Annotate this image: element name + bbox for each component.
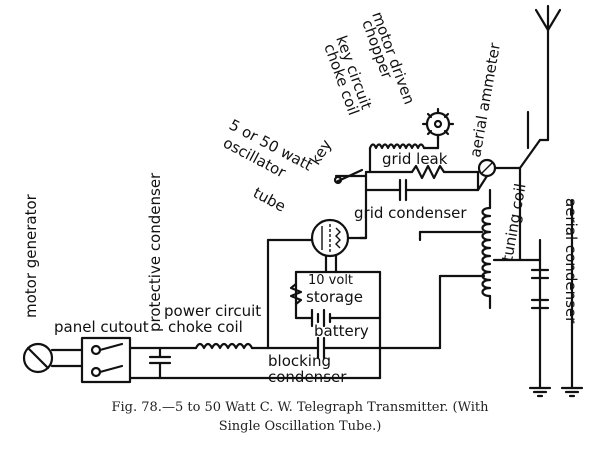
protective-condenser-symbol [148,346,172,380]
label-aerial-condenser: aerial condenser [562,198,580,324]
filament-rheostat [289,282,303,306]
aerial-ammeter-symbol [476,158,522,192]
motor-chopper-symbol [421,107,455,150]
grid-condenser-symbol [398,178,480,202]
aerial-symbol [518,4,562,170]
label-storage-line2: storage [306,288,363,306]
telegraph-key-symbol [333,168,368,185]
caption-line-2: Single Oscillation Tube.) [218,419,382,434]
label-protective-condenser: protective condenser [146,172,164,332]
label-blocking-line1: blocking [268,352,331,370]
tuning-coil-symbol [310,166,530,310]
oscillator-tube-symbol [310,218,350,274]
caption-line-1: Fig. 78.—5 to 50 Watt C. W. Telegraph Tr… [111,400,489,415]
label-aerial-ammeter: aerial ammeter [466,41,504,159]
label-choke-coil: choke coil [168,318,243,336]
key-choke-coil-symbol [368,143,426,150]
panel-cutout-symbol [80,336,132,384]
motor-generator-symbol [22,342,84,374]
label-grid-leak: grid leak [382,150,448,168]
figure-caption: Fig. 78.—5 to 50 Watt C. W. Telegraph Tr… [0,398,600,436]
label-grid-condenser: grid condenser [354,204,467,222]
blocking-condenser-symbol [266,274,442,380]
label-motor-generator: motor generator [22,193,40,318]
power-choke-coil-symbol [194,342,254,350]
filament-circuit [289,270,382,350]
label-storage-line1: 10 volt [308,273,353,288]
transmitter-circuit-diagram: motor generator protective condenser pan… [22,4,584,398]
label-battery: battery [314,322,369,340]
ground-symbols [528,198,584,398]
label-tuning-coil: tuning coil [498,182,529,263]
aerial-condenser-symbol [526,238,550,382]
label-panel-cutout: panel cutout [54,318,149,336]
grid-leak-symbol [364,164,480,192]
label-osc-line3: tube [250,184,289,216]
label-blocking-line2: condenser [268,368,347,386]
label-power-circuit: power circuit [164,302,261,320]
